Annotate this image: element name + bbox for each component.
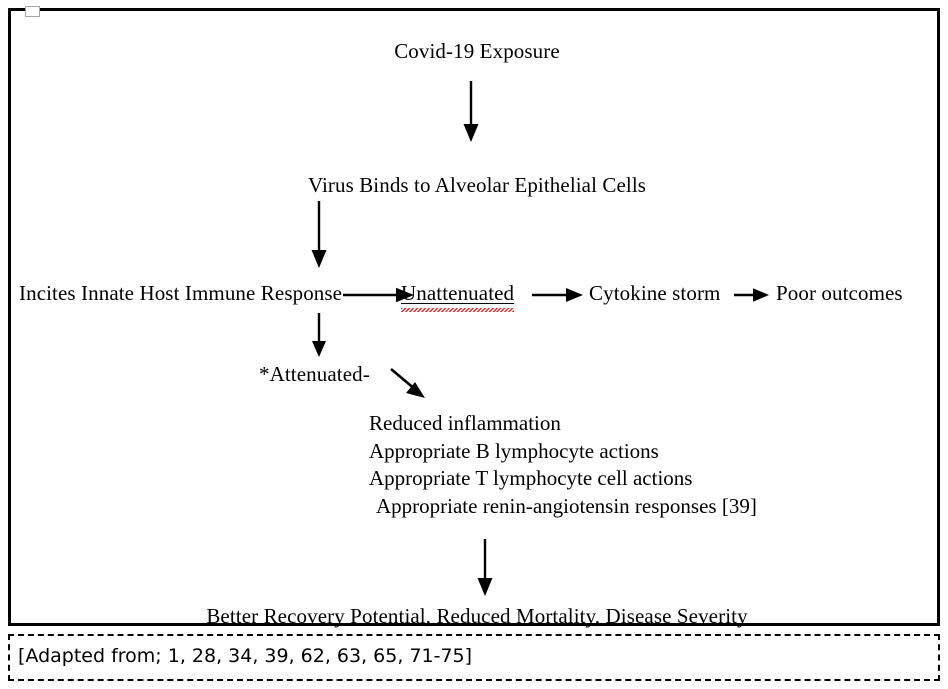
misspelled-word-unattenuated: Unattenuated	[401, 281, 515, 313]
object-anchor-marker-icon	[25, 6, 40, 17]
list-item: Appropriate B lymphocyte actions	[369, 438, 659, 463]
node-virus-binds-to-alveolar-epithelial-cells: Virus Binds to Alveolar Epithelial Cells	[307, 173, 647, 197]
list-item: Appropriate T lymphocyte cell actions	[369, 466, 693, 490]
arrow-diagonal-attenuated-to-benefits-icon	[389, 367, 431, 405]
node-better-recovery-potential: Better Recovery Potential, Reduced Morta…	[206, 604, 748, 628]
list-item: Appropriate renin-angiotensin responses …	[376, 493, 757, 518]
caption-box: [Adapted from; 1, 28, 34, 39, 62, 63, 65…	[8, 634, 940, 681]
benefits-list: Reduced inflammation Appropriate B lymph…	[369, 410, 757, 520]
arrow-right-incites-to-unattenuated-icon	[343, 285, 415, 305]
node-covid19-exposure: Covid-19 Exposure	[394, 39, 560, 63]
arrow-right-unattenuated-to-cytokine-storm-icon	[532, 285, 584, 305]
node-incites-innate-host-immune-response: Incites Innate Host Immune Response	[19, 281, 343, 305]
caption-text: [Adapted from; 1, 28, 34, 39, 62, 63, 65…	[18, 645, 473, 667]
arrow-down-benefits-to-better-recovery-icon	[468, 539, 502, 597]
arrow-down-exposure-to-virus-binds-icon	[454, 81, 488, 143]
arrow-down-virus-binds-to-incites-icon	[302, 201, 336, 269]
arrow-down-incites-to-attenuated-icon	[302, 313, 336, 358]
node-cytokine-storm: Cytokine storm	[589, 281, 721, 305]
arrow-right-cytokine-storm-to-poor-outcomes-icon	[734, 285, 770, 305]
node-attenuated: *Attenuated-	[259, 362, 370, 386]
node-poor-outcomes: Poor outcomes	[776, 281, 903, 305]
figure-frame: Covid-19 Exposure Virus Binds to Alveola…	[8, 6, 940, 628]
list-item: Reduced inflammation	[369, 411, 561, 435]
node-unattenuated: Unattenuated	[401, 281, 515, 313]
